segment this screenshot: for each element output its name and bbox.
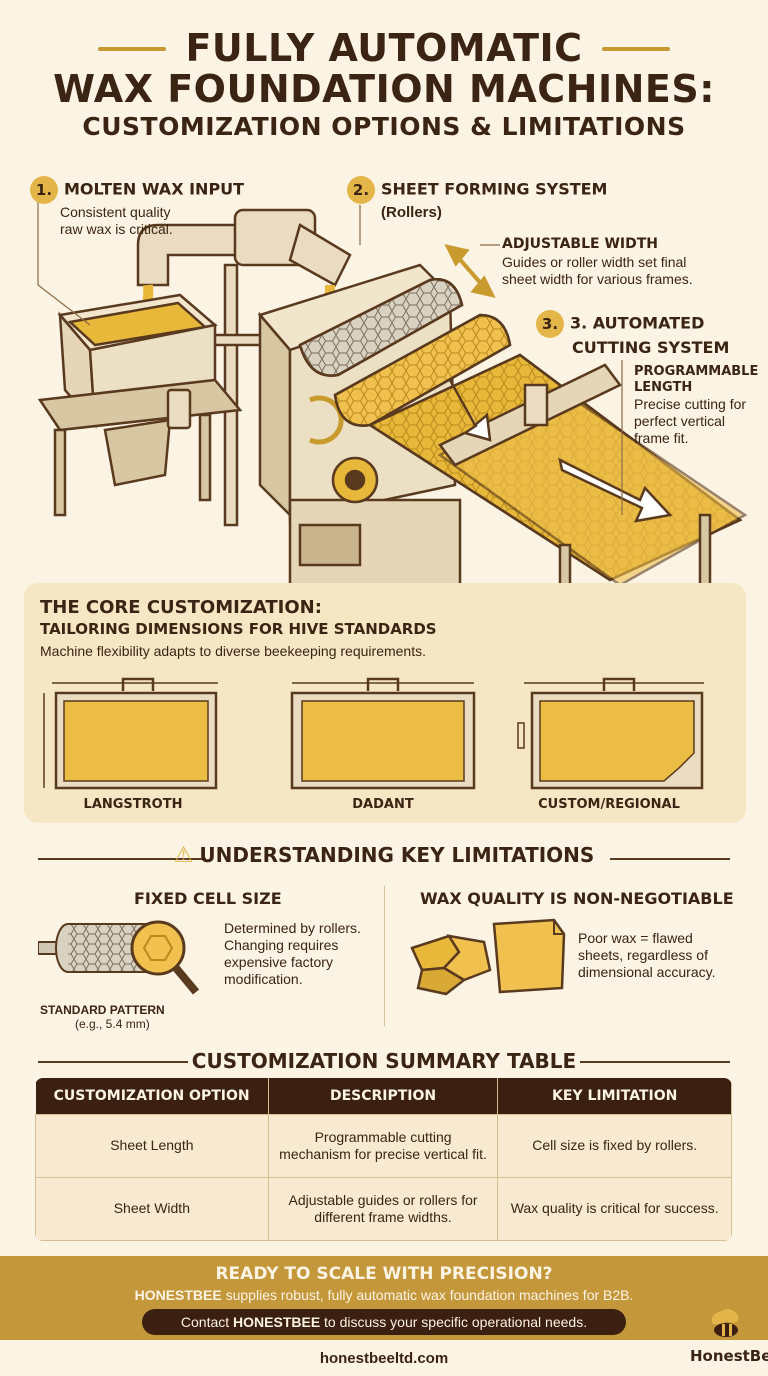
contact-button[interactable]: Contact HONESTBEE to discuss your specif… xyxy=(142,1309,626,1335)
website-link[interactable]: honestbeeltd.com xyxy=(319,1350,449,1367)
programmable-heading-2: LENGTH xyxy=(634,380,693,395)
title-line-3: CUSTOMIZATION OPTIONS & LIMITATIONS xyxy=(82,112,686,141)
frame-custom: CUSTOM/REGIONAL xyxy=(514,673,704,818)
fixed-cell-title: FIXED CELL SIZE xyxy=(134,889,282,908)
frame-label-dadant: DADANT xyxy=(352,797,414,812)
frame-dadant: DADANT xyxy=(288,673,478,818)
table-cell: Adjustable guides or rollers for differe… xyxy=(267,1176,499,1241)
broken-wax-icon xyxy=(410,918,566,996)
conveyor xyxy=(367,353,748,647)
standard-pattern-example: (e.g., 5.4 mm) xyxy=(75,1017,150,1031)
forming-rollers xyxy=(298,278,512,427)
column-header: DESCRIPTION xyxy=(268,1078,499,1114)
table-row: Sheet Width Adjustable guides or rollers… xyxy=(35,1176,732,1241)
callout-adjustable-width: ADJUSTABLE WIDTH Guides or roller width … xyxy=(502,234,693,288)
title-line-1: FULLY AUTOMATIC xyxy=(185,26,583,70)
fixed-cell-text-3: expensive factory xyxy=(224,954,333,970)
wax-quality-text-1: Poor wax = flawed xyxy=(578,930,693,946)
callout-molten-wax: 1. MOLTEN WAX INPUT Consistent quality ra… xyxy=(30,176,244,238)
adjustable-width-text-2: sheet width for various frames. xyxy=(502,271,693,287)
programmable-heading-1: PROGRAMMABLE xyxy=(634,364,759,379)
frame-label-custom: CUSTOM/REGIONAL xyxy=(538,797,680,812)
summary-table: CUSTOMIZATION OPTION DESCRIPTION KEY LIM… xyxy=(35,1078,732,1241)
sheet-forming-heading: SHEET FORMING SYSTEM xyxy=(381,179,608,199)
cta-banner: READY TO SCALE WITH PRECISION? HONESTBEE… xyxy=(0,1256,768,1340)
table-cell: Programmable cutting mechanism for preci… xyxy=(267,1113,499,1178)
molten-wax-text-1: Consistent quality xyxy=(60,204,171,220)
limitations-heading-text: UNDERSTANDING KEY LIMITATIONS xyxy=(199,843,595,867)
wax-quality-text-3: dimensional accuracy. xyxy=(578,964,716,980)
table-cell: Sheet Length xyxy=(35,1113,269,1178)
cta-title: READY TO SCALE WITH PRECISION? xyxy=(215,1264,553,1284)
limitations-heading: ⚠UNDERSTANDING KEY LIMITATIONS xyxy=(0,843,768,868)
cutting-heading-2: CUTTING SYSTEM xyxy=(572,338,730,357)
programmable-text-3: frame fit. xyxy=(634,430,689,446)
core-customization-panel: THE CORE CUSTOMIZATION: TAILORING DIMENS… xyxy=(24,583,746,823)
table-cell: Wax quality is critical for success. xyxy=(497,1176,732,1241)
sheet-forming-sub: (Rollers) xyxy=(381,204,442,221)
flow-arrow-2 xyxy=(558,457,673,523)
table-cell: Sheet Width xyxy=(35,1176,269,1241)
adjustable-width-text-1: Guides or roller width set final xyxy=(502,254,687,270)
wax-quality-text: Poor wax = flawed sheets, regardless of … xyxy=(578,930,715,981)
warning-icon: ⚠ xyxy=(173,843,194,868)
badge-2: 2. xyxy=(347,176,375,204)
cta-brand: HONESTBEE xyxy=(134,1287,222,1303)
contact-prefix: Contact xyxy=(180,1314,234,1330)
core-title: THE CORE CUSTOMIZATION: xyxy=(40,597,322,618)
wax-quality-text-2: sheets, regardless of xyxy=(578,947,708,963)
fixed-cell-text-2: Changing requires xyxy=(224,937,339,953)
core-description: Machine flexibility adapts to diverse be… xyxy=(40,643,426,659)
title-rule-right xyxy=(602,47,670,51)
leader-lines xyxy=(37,200,623,515)
molten-wax-text-2: raw wax is critical. xyxy=(60,221,173,237)
roller-magnifier-icon xyxy=(38,920,200,995)
contact-suffix: to discuss your specific operational nee… xyxy=(320,1314,588,1330)
callout-cutting: 3. 3. AUTOMATED CUTTING SYSTEM xyxy=(536,310,729,358)
callout-sheet-forming: 2. SHEET FORMING SYSTEM (Rollers) xyxy=(347,176,607,222)
wax-hopper xyxy=(37,293,243,517)
column-header: CUSTOMIZATION OPTION xyxy=(35,1078,269,1114)
fixed-cell-text-1: Determined by rollers. xyxy=(224,920,361,936)
programmable-text-2: perfect vertical xyxy=(634,413,726,429)
frame-langstroth: LANGSTROTH xyxy=(38,673,228,818)
summary-table-heading: CUSTOMIZATION SUMMARY TABLE xyxy=(191,1049,577,1073)
table-header-row: CUSTOMIZATION OPTION DESCRIPTION KEY LIM… xyxy=(35,1078,732,1114)
adjustable-width-heading: ADJUSTABLE WIDTH xyxy=(502,236,658,252)
table-rule-right xyxy=(580,1061,730,1063)
brand-name: HonestBee xyxy=(690,1347,768,1365)
molten-wax-heading: MOLTEN WAX INPUT xyxy=(64,179,245,199)
limits-rule-right xyxy=(610,858,730,860)
cta-text-body: supplies robust, fully automatic wax fou… xyxy=(221,1287,634,1303)
programmable-text-1: Precise cutting for xyxy=(634,396,747,412)
fixed-cell-text: Determined by rollers. Changing requires… xyxy=(224,920,361,988)
table-cell: Cell size is fixed by rollers. xyxy=(497,1113,732,1178)
column-header: KEY LIMITATION xyxy=(497,1078,732,1114)
frame-label-langstroth: LANGSTROTH xyxy=(83,797,183,812)
flow-arrow-1 xyxy=(448,379,492,442)
contact-brand: HONESTBEE xyxy=(233,1314,321,1330)
table-rule-left xyxy=(38,1061,188,1063)
callout-programmable: PROGRAMMABLE LENGTH Precise cutting for … xyxy=(634,364,758,447)
cutting-heading-1: 3. AUTOMATED xyxy=(570,313,705,333)
wax-quality-title: WAX QUALITY IS NON-NEGOTIABLE xyxy=(420,889,734,908)
width-arrow-icon xyxy=(444,244,496,298)
title-line-2: WAX FOUNDATION MACHINES: xyxy=(53,67,715,111)
limitations-divider xyxy=(384,886,385,1026)
limits-rule-left xyxy=(38,858,206,860)
core-subtitle: TAILORING DIMENSIONS FOR HIVE STANDARDS xyxy=(40,620,437,638)
badge-1: 1. xyxy=(30,176,58,204)
table-row: Sheet Length Programmable cutting mechan… xyxy=(35,1113,732,1178)
badge-3: 3. xyxy=(536,310,564,338)
title-rule-left xyxy=(98,47,166,51)
standard-pattern-label: STANDARD PATTERN xyxy=(40,1003,165,1017)
page-title: FULLY AUTOMATIC WAX FOUNDATION MACHINES:… xyxy=(0,28,768,142)
bee-logo-icon xyxy=(711,1309,739,1337)
cta-text: HONESTBEE supplies robust, fully automat… xyxy=(0,1287,768,1303)
fixed-cell-text-4: modification. xyxy=(224,971,303,987)
